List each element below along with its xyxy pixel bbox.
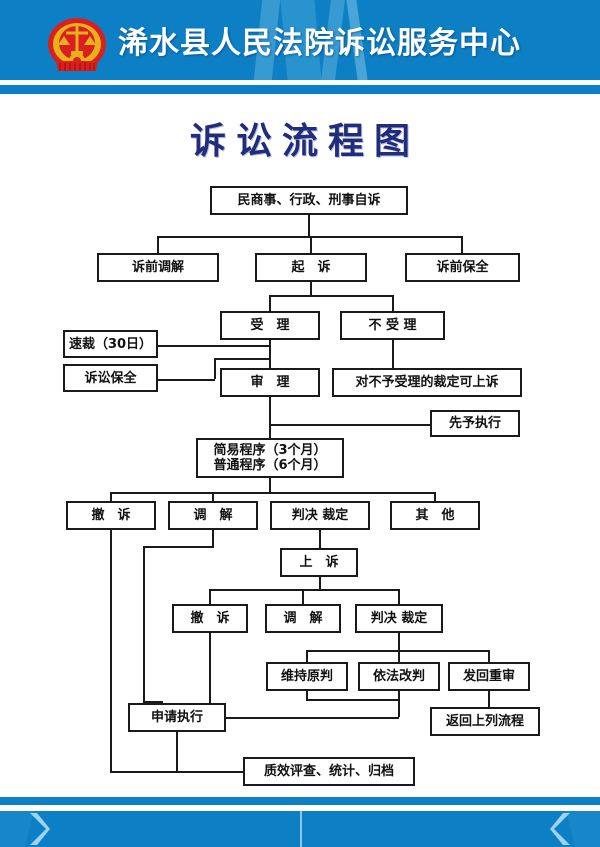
flow-connector-line: [488, 650, 490, 662]
flow-node-mediate2: 调 解: [265, 604, 341, 633]
flow-connector-line: [319, 530, 321, 548]
flow-connector-line: [225, 717, 399, 719]
flow-node-withdraw1: 撤 诉: [66, 501, 156, 530]
flow-connector-line: [269, 295, 393, 297]
flow-node-source: 民商事、行政、刑事自诉: [210, 186, 408, 215]
chevron-left-icon: [550, 813, 572, 845]
flow-node-judgment1: 判决 裁定: [270, 501, 370, 530]
footer-separator: [0, 805, 600, 811]
flow-connector-line: [209, 633, 211, 712]
footer-divider: [300, 811, 302, 847]
flow-connector-line: [398, 633, 400, 650]
flow-node-remand: 发回重审: [448, 662, 530, 691]
flow-connector-line: [110, 530, 112, 771]
flow-connector-line: [398, 691, 400, 701]
flow-node-appeal: 上 诉: [280, 548, 358, 577]
flow-connector-line: [319, 577, 321, 589]
flow-connector-line: [209, 589, 211, 604]
flow-connector-line: [143, 701, 163, 703]
flow-node-prepreserve: 诉前保全: [405, 253, 520, 282]
flow-connector-line: [306, 699, 398, 701]
flow-connector-line: [110, 771, 243, 773]
flow-node-mediate1: 调 解: [168, 501, 258, 530]
flow-connector-line: [398, 699, 400, 717]
flow-node-advanceexec: 先予执行: [430, 410, 520, 437]
flow-node-trial: 审 理: [220, 368, 320, 397]
flow-connector-line: [269, 424, 431, 426]
flow-connector-line: [488, 691, 490, 707]
flow-connector-line: [157, 236, 462, 238]
flow-node-sue: 起 诉: [255, 253, 367, 282]
flow-node-appealruling: 对不予受理的裁定可上诉: [332, 368, 522, 397]
flow-connector-line: [392, 340, 394, 368]
flow-connector-line: [110, 492, 435, 494]
flow-connector-line: [143, 546, 214, 548]
flow-node-fasttrack: 速裁（30日）: [63, 330, 158, 358]
flow-connector-line: [157, 345, 270, 347]
flow-connector-line: [310, 236, 312, 253]
flow-connector-line: [302, 589, 304, 604]
flow-node-procedure: 简易程序（3个月） 普通程序（6个月）: [196, 438, 344, 478]
flow-connector-line: [308, 215, 310, 237]
flow-connector-line: [306, 650, 308, 662]
flow-connector-line: [461, 236, 463, 253]
flow-node-premediation: 诉前调解: [97, 253, 219, 282]
flow-node-withdraw2: 撤 诉: [172, 604, 248, 633]
flow-connector-line: [143, 546, 145, 703]
flow-connector-line: [269, 340, 271, 368]
header-accent-stripe: [0, 85, 600, 94]
header-separator-lower: [0, 94, 600, 98]
flow-connector-line: [310, 282, 312, 295]
flow-node-archive: 质效评查、统计、归档: [243, 757, 415, 786]
flow-connector-line: [214, 358, 270, 360]
flow-connector-line: [306, 650, 489, 652]
flow-node-accept: 受 理: [220, 311, 320, 340]
flow-connector-line: [398, 650, 400, 662]
flow-node-applyexec: 申请执行: [128, 703, 226, 732]
chevron-right-icon: [28, 813, 50, 845]
flow-connector-line: [306, 691, 308, 701]
flow-connector-line: [176, 732, 178, 771]
flow-connector-line: [269, 295, 271, 311]
flow-connector-line: [157, 236, 159, 253]
flow-connector-line: [212, 492, 214, 501]
flow-node-judgment2: 判决 裁定: [355, 604, 443, 633]
flow-node-notaccept: 不 受 理: [340, 311, 445, 340]
header-title: 浠水县人民法院诉讼服务中心: [118, 26, 521, 61]
flow-connector-line: [212, 530, 214, 548]
flow-connector-line: [110, 492, 112, 501]
page-header: 浠水县人民法院诉讼服务中心: [0, 0, 600, 80]
flow-connector-line: [434, 492, 436, 501]
footer-accent-stripe: [0, 797, 600, 805]
header-separator: [0, 80, 600, 85]
flow-connector-line: [269, 478, 271, 492]
flow-node-preserve: 诉讼保全: [63, 364, 158, 392]
flow-node-uphold: 维持原判: [266, 662, 348, 691]
flow-node-revise: 依法改判: [358, 662, 440, 691]
flow-connector-line: [392, 295, 394, 311]
flow-connector-line: [214, 358, 216, 379]
flow-connector-line: [398, 589, 400, 604]
flow-node-returnflow: 返回上列流程: [430, 707, 540, 736]
page-title: 诉讼流程图: [189, 121, 420, 162]
flow-connector-line: [269, 397, 271, 438]
page-footer: [0, 811, 600, 847]
flow-connector-line: [209, 589, 399, 591]
flow-connector-line: [157, 379, 215, 381]
flow-node-other: 其 他: [390, 501, 480, 530]
chinese-court-emblem-icon: [46, 17, 108, 75]
